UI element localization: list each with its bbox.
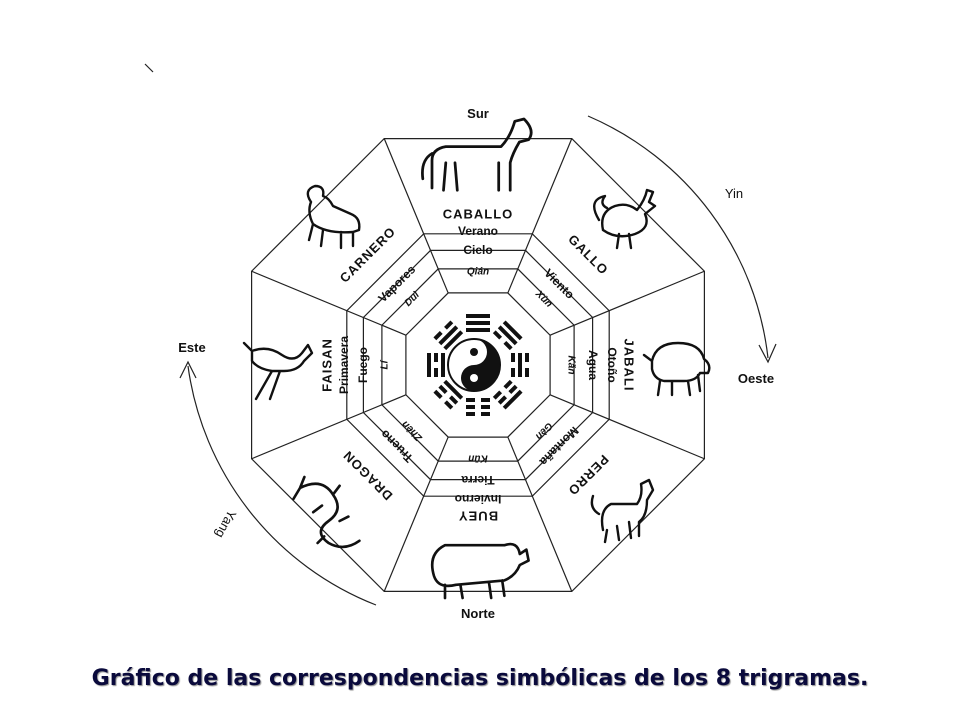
sector-divider [549, 394, 705, 460]
trigram-bar [481, 412, 490, 416]
trigram-bar [466, 328, 490, 332]
ram-icon [306, 184, 361, 250]
trigram-bar [466, 398, 475, 402]
trigram-bar [433, 389, 443, 399]
octagon-ring [251, 138, 706, 593]
trigram-bar [492, 390, 503, 400]
trigram-bar [434, 353, 438, 362]
animal-label-ne: DRAGON [340, 447, 396, 503]
trigram-bar [497, 395, 507, 405]
trigram-bar [443, 330, 464, 351]
sector-divider [507, 436, 573, 592]
animal-label-w: JABALI [622, 339, 637, 392]
yin-arrow: Yin [587, 115, 777, 364]
trigram-sw [492, 320, 523, 351]
trigram-bar [511, 368, 515, 377]
direction-east: Este [178, 340, 205, 355]
element-label-w: Agua [586, 350, 600, 380]
season-label-s: Verano [458, 224, 498, 238]
trigram-bar [466, 321, 490, 325]
trigram-bar [492, 330, 503, 340]
season-label-e: Primavera [337, 336, 351, 394]
sector-divider [251, 270, 407, 336]
trigram-nw [492, 379, 523, 410]
yin-label: Yin [725, 186, 743, 201]
trigram-bar [466, 405, 475, 409]
rooster-icon [593, 188, 657, 250]
trigram-bar [481, 405, 490, 409]
dragon-icon [292, 475, 361, 549]
trigram-bar [441, 353, 445, 377]
season-label-w: Otoño [605, 347, 619, 382]
animal-label-sw: GALLO [565, 231, 611, 277]
trigram-lines [427, 314, 529, 416]
yang-label: Yang [212, 508, 239, 541]
trigram-bar [466, 412, 475, 416]
yin-yang-icon [447, 338, 501, 392]
trigram-bar [508, 384, 518, 394]
trigram-name-n: Kūn [468, 452, 487, 463]
animal-label-s: CABALLO [443, 206, 514, 221]
ox-icon [430, 542, 530, 600]
trigram-s [466, 314, 490, 332]
trigram-se [433, 320, 464, 351]
animal-label-nw: PERRO [565, 452, 612, 499]
trigram-bar [502, 389, 523, 410]
trigram-bar [511, 353, 515, 362]
trigram-name-se: Duì [403, 290, 422, 309]
dog-icon [590, 478, 655, 544]
trigram-name-sw: Xùn [532, 288, 554, 310]
trigram-w [511, 353, 529, 377]
trigram-name-s: Qián [467, 267, 489, 278]
trigram-bar [427, 353, 431, 377]
animal-label-e: FAISAN [319, 338, 334, 392]
trigram-e [427, 353, 445, 377]
direction-west: Oeste [738, 371, 774, 386]
trigram-bar [449, 395, 459, 405]
direction-north: Norte [461, 606, 495, 621]
stray-mark [144, 63, 154, 73]
sector-divider [507, 138, 573, 294]
trigram-bar [433, 331, 443, 341]
trigram-bar [444, 400, 454, 410]
diagram-caption: Gráfico de las correspondencias simbólic… [91, 666, 869, 691]
trigram-bar [434, 368, 438, 377]
horse-icon [421, 117, 533, 192]
trigram-bar [438, 384, 448, 394]
sector-divider [383, 436, 449, 592]
trigram-bar [466, 314, 490, 318]
trigram-n [466, 398, 490, 416]
trigram-bar [497, 325, 518, 346]
sector-divider [383, 138, 449, 294]
trigram-bar [503, 340, 513, 351]
trigram-name-nw: Gèn [533, 420, 555, 442]
sector-divider [549, 270, 705, 336]
direction-labels: Sur Norte Este Oeste [178, 106, 774, 621]
element-label-s: Cielo [463, 243, 492, 257]
trigram-name-ne: Zhèn [400, 418, 425, 443]
animal-label-n: BUEY [458, 509, 498, 524]
trigram-bar [502, 320, 523, 341]
trigram-bar [444, 320, 454, 330]
trigram-bar [518, 353, 522, 377]
trigram-bar [438, 325, 459, 346]
element-label-n: Tierra [461, 473, 494, 487]
trigram-bar [443, 379, 464, 400]
trigram-bar [481, 398, 490, 402]
trigram-ne [433, 379, 464, 410]
season-label-n: Invierno [455, 492, 502, 506]
trigram-bar [525, 353, 529, 362]
element-label-e: Fuego [356, 347, 370, 383]
sector-divider [251, 394, 407, 460]
trigram-name-w: Kǎn [565, 356, 576, 375]
trigram-bar [525, 368, 529, 377]
boar-icon [642, 341, 711, 397]
pheasant-icon [242, 341, 314, 401]
trigram-bar [503, 379, 513, 390]
animal-figures [242, 117, 711, 600]
trigram-name-e: Lí [380, 359, 391, 369]
sector-dividers [251, 138, 705, 592]
direction-south: Sur [467, 106, 489, 121]
